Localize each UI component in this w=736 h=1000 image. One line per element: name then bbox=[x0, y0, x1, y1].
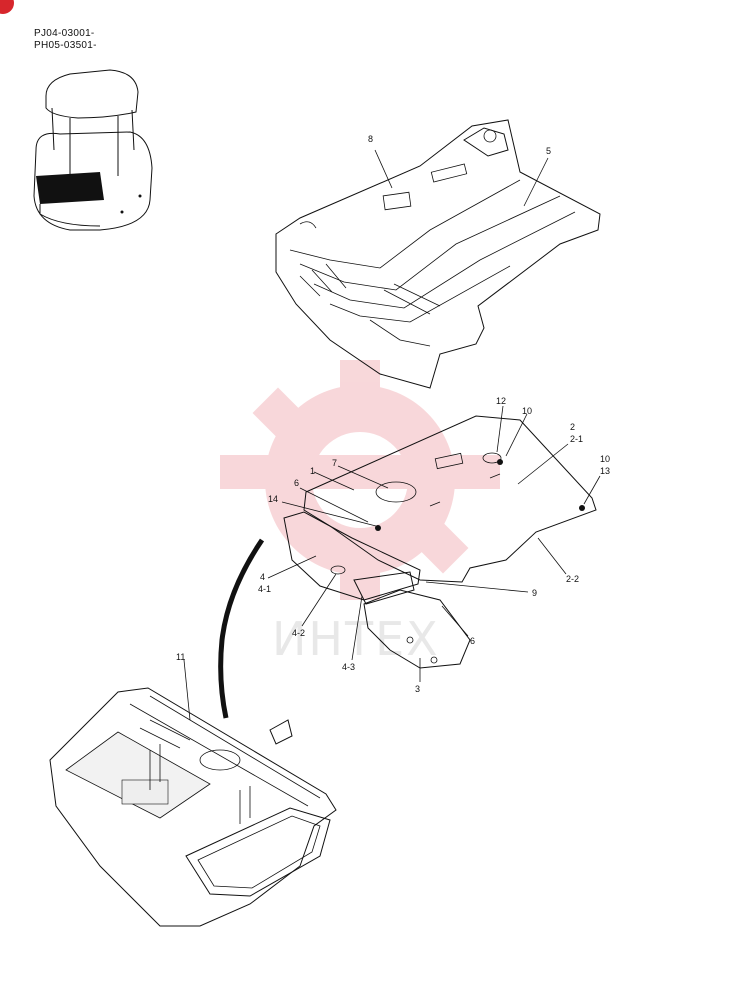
callout-6-lower: 6 bbox=[470, 636, 475, 646]
callout-13: 13 bbox=[600, 466, 610, 476]
callout-5: 5 bbox=[546, 146, 551, 156]
callout-3: 3 bbox=[415, 684, 420, 694]
callout-6-upper: 6 bbox=[294, 478, 299, 488]
callout-2-2: 2-2 bbox=[566, 574, 579, 584]
callout-4: 4 bbox=[260, 572, 265, 582]
callout-8: 8 bbox=[368, 134, 373, 144]
watermark-text: ИНТЕХ bbox=[272, 612, 440, 666]
routing-arrow bbox=[218, 538, 265, 719]
callout-labels: 8 5 12 10 2 2-1 10 13 7 1 6 14 4 4-1 4-2… bbox=[176, 134, 610, 694]
corner-badge bbox=[0, 0, 14, 14]
leader-lines bbox=[183, 149, 601, 721]
callout-9: 9 bbox=[532, 588, 537, 598]
callout-1: 1 bbox=[310, 466, 315, 476]
callout-14: 14 bbox=[268, 494, 278, 504]
bracket-part-3 bbox=[363, 589, 471, 669]
machine-overview-thumbnail bbox=[33, 69, 153, 231]
watermark: ИНТЕХ bbox=[220, 360, 500, 666]
callout-7: 7 bbox=[332, 458, 337, 468]
callout-4-1: 4-1 bbox=[258, 584, 271, 594]
callout-4-2: 4-2 bbox=[292, 628, 305, 638]
serial-range-2: PH05-03501- bbox=[34, 40, 97, 51]
floor-mat-part-5 bbox=[275, 119, 601, 389]
callout-11: 11 bbox=[176, 652, 185, 662]
callout-4-3: 4-3 bbox=[342, 662, 355, 672]
callout-10-right: 10 bbox=[600, 454, 610, 464]
callout-12: 12 bbox=[496, 396, 506, 406]
callout-2-1: 2-1 bbox=[570, 434, 583, 444]
callout-2: 2 bbox=[570, 422, 575, 432]
floor-plate-part-2 bbox=[303, 415, 597, 583]
machine-frame-part-11 bbox=[49, 687, 337, 927]
callout-10-top: 10 bbox=[522, 406, 532, 416]
serial-range-1: PJ04-03001- bbox=[34, 28, 95, 39]
